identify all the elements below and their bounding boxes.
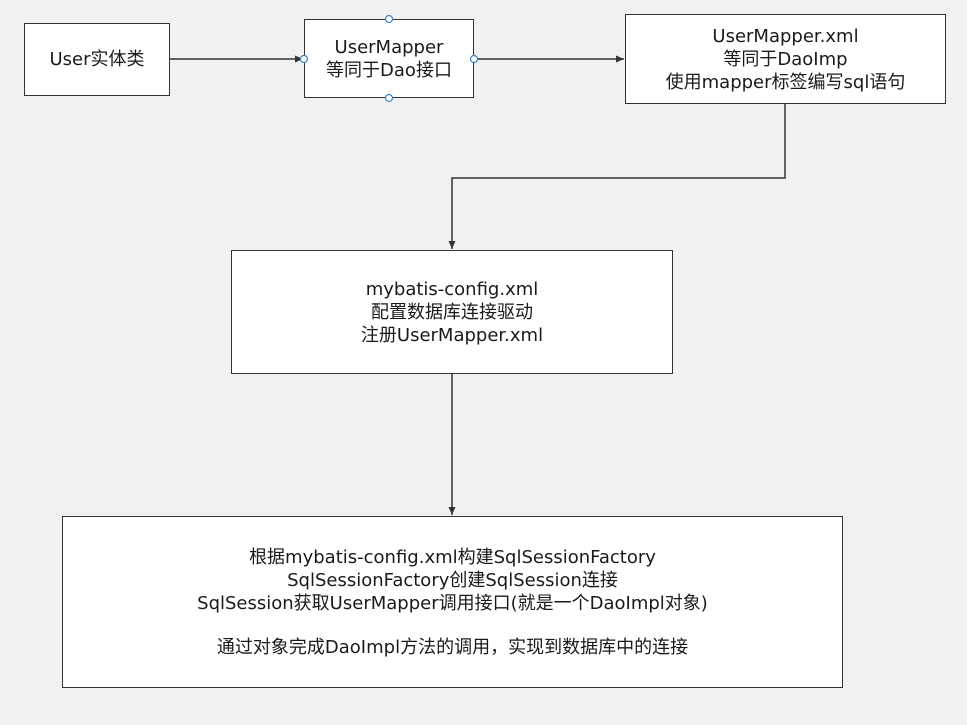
node-note: 通过对象完成DaoImpl方法的调用，实现到数据库中的连接 [216,636,689,658]
node-mybatis-config[interactable]: mybatis-config.xml 配置数据库连接驱动 注册UserMappe… [231,250,673,374]
node-user-mapper[interactable]: UserMapper 等同于Dao接口 [304,19,474,98]
node-user-mapper-xml[interactable]: UserMapper.xml 等同于DaoImp 使用mapper标签编写sql… [625,14,946,104]
node-user-entity[interactable]: User实体类 [24,23,170,96]
node-label: 配置数据库连接驱动 [371,301,533,323]
node-label: 等同于Dao接口 [326,59,452,81]
node-label: SqlSessionFactory创建SqlSession连接 [287,569,618,591]
node-label: SqlSession获取UserMapper调用接口(就是一个DaoImpl对象… [197,592,708,614]
node-label: UserMapper.xml [712,25,859,47]
node-label: 注册UserMapper.xml [360,324,544,346]
node-label: 等同于DaoImp [723,48,848,70]
node-label: mybatis-config.xml [365,278,539,300]
node-sqlsession-process[interactable]: 根据mybatis-config.xml构建SqlSessionFactory … [62,516,843,688]
node-label: 使用mapper标签编写sql语句 [665,71,906,93]
node-label: User实体类 [49,49,145,70]
edge-xml-to-config[interactable] [448,104,786,249]
node-label: UserMapper [334,36,444,58]
node-label: 根据mybatis-config.xml构建SqlSessionFactory [249,546,656,568]
